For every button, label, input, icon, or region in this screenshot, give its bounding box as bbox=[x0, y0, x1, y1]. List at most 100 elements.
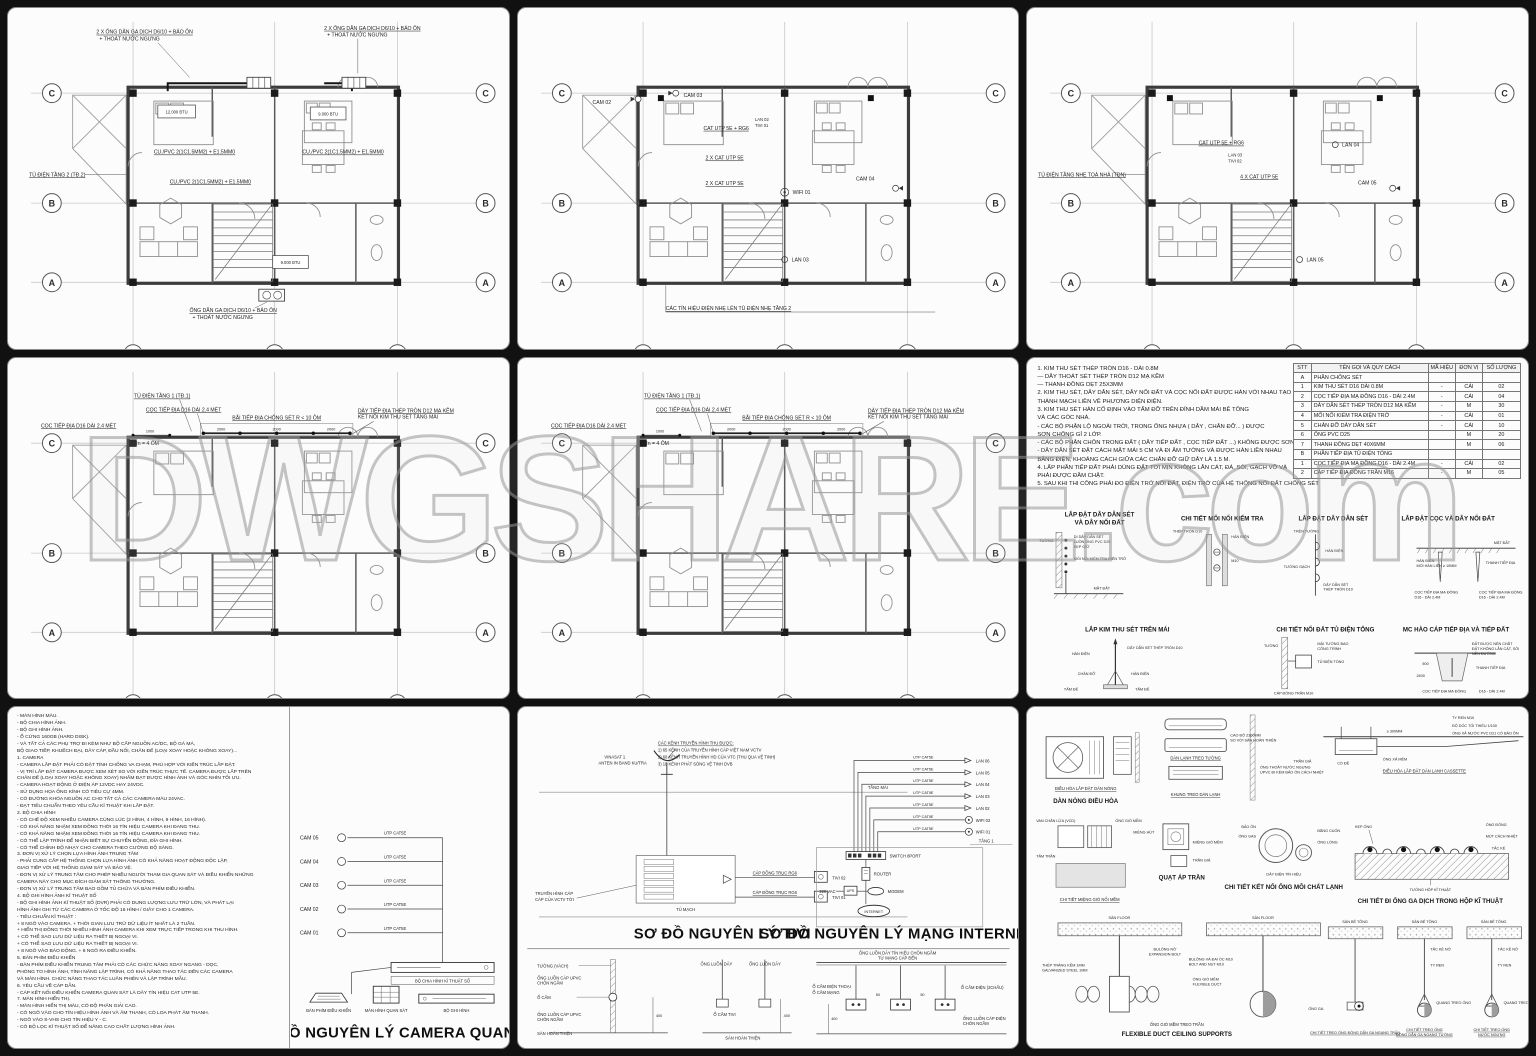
note-line: 3. KIM THU SÉT HÀN CỐ ĐỊNH VÀO TẤM ĐỠ TR… bbox=[1037, 406, 1250, 413]
annotation-label: LAN 03 bbox=[1229, 153, 1244, 158]
annotation-label: Ổ CẮM bbox=[537, 995, 551, 1000]
annotation-label: 2 X ỐNG DẪN GA DỊCH D6/10 + BẢO ÔN bbox=[324, 25, 421, 32]
note-line: - CÁP KẾT NỐI ĐIỀU KHIỂN CAMERA QUAN SÁT… bbox=[17, 990, 200, 996]
annotation-label: SO VỚI SÀN HOÀN THIỆN bbox=[1231, 738, 1277, 743]
note-line: - BÀN PHÍM ĐIỀU KHIỂN TRUNG TÂM PHẢI CÓ … bbox=[17, 962, 219, 968]
note-line: + 8 NGÕ VÀO BÁO ĐỘNG. + 8 NGÕ RA ĐIỀU KH… bbox=[17, 949, 137, 955]
grid-label: C bbox=[992, 89, 999, 99]
grid-label: B bbox=[992, 548, 999, 558]
annotation-label: MẶT ĐẤT bbox=[1094, 586, 1111, 590]
note-line: 1. CAMERA bbox=[17, 755, 44, 761]
tv-diagram-title: SƠ ĐỒ NGUYÊN LÝ TIVI bbox=[633, 925, 810, 943]
lightning-notes: 1. KIM THU SÉT THÉP TRÒN D16 - DÀI 0.8M—… bbox=[1037, 365, 1333, 489]
note-line: - BỘ GHI HÌNH ẢNH KĨ THUẬT SỐ (DVR) PHẢI… bbox=[17, 900, 234, 906]
annotation-label: UPS bbox=[846, 890, 854, 894]
annotation-label: CỌC TIẾP ĐỊA D16 DÀI 2.4 MÉT bbox=[656, 406, 732, 413]
panel-camera-principle-diagram: - MÀN HÌNH MÀU.- BỘ CHIA HÌNH ẢNH.- BỘ G… bbox=[7, 706, 510, 1049]
annotation-label: SÀN BÊ TÔNG bbox=[1412, 919, 1438, 924]
grid-label: C bbox=[482, 89, 489, 99]
annotation-label: HÀN ĐIỆN bbox=[1417, 558, 1435, 563]
grid-label: C bbox=[1502, 89, 1509, 99]
signal-annotations: CAM 02 CAM 03 CAM 04 CAT UTP 5E + RG6 LA… bbox=[592, 89, 935, 313]
annotation-label: TẮC KÊ NỞ bbox=[1498, 947, 1519, 952]
annotation-label: CAM 02 bbox=[592, 100, 611, 106]
annotation-label: CAT UTP 5E + RG6 bbox=[703, 126, 749, 132]
annotation-label: THANH TIẾP ĐỊA bbox=[1486, 560, 1516, 565]
detail-title: LẮP ĐẶT DÂY DẪN SÉT bbox=[1065, 510, 1135, 518]
dimension-label: 2000 bbox=[327, 427, 335, 431]
annotation-label: CHÔN NGẦM bbox=[537, 1017, 563, 1022]
wifi-icon bbox=[964, 828, 973, 837]
annotation-label: MỐI HÀN LIÊN ≥ 10MM bbox=[1417, 563, 1457, 568]
detail-title: LẮP ĐẶT DÂY DẪN SÉT bbox=[1299, 514, 1369, 522]
annotation-label: DI DÂY DẪN SÉT bbox=[1074, 534, 1104, 539]
cable-label: UTP CAT5E bbox=[913, 756, 934, 760]
annotation-label: ĐỘ DỐC TỐI THIỂU 1/100 bbox=[1452, 723, 1497, 728]
detail-conductor-install: TƯỜNG DI DÂY DẪN SÉT LUỒN ỐNG PVC D25 KẸ… bbox=[1039, 531, 1127, 599]
annotation-label: CAM 04 bbox=[856, 176, 875, 182]
annotation-label: SÀN BÊ TÔNG bbox=[1343, 919, 1369, 924]
annotation-label: BULÔNG NỞ bbox=[1154, 947, 1178, 952]
note-line: VÀ CÁC GÓC NHÀ. bbox=[1037, 415, 1091, 422]
annotation-label: BULÔNG VÀ ĐAI ỐC M10 bbox=[1189, 957, 1233, 962]
annotation-label: LAN 06 bbox=[975, 759, 990, 764]
annotation-label: CAO ĐỘ 2300MM bbox=[1231, 733, 1261, 738]
annotation-label: D16 - DÀI 2.4M bbox=[1479, 689, 1505, 693]
outdoor-unit-icon bbox=[1045, 732, 1140, 783]
annotation-label: CU./PVC 2(1C1.5MM2) + E1.5MM0 bbox=[302, 150, 383, 156]
note-line: GIAO TIẾP VỚI HỆ THỐNG GIÁM SÁT VÀ BẢO V… bbox=[17, 866, 132, 872]
annotation-label: CAM 05 bbox=[1358, 180, 1377, 186]
annotation-label: MIỆNG HÚT bbox=[1134, 830, 1156, 835]
annotation-label: + THOÁT NƯỚC NGƯNG bbox=[327, 32, 387, 39]
grid-label: B bbox=[482, 199, 489, 209]
socket-icon bbox=[889, 999, 911, 1011]
grid-label: B bbox=[49, 199, 56, 209]
note-line: — THANH ĐỒNG DẸT 25X3MM bbox=[1037, 382, 1123, 389]
floor-plan-grounding: C B A C B A TỦ ĐIỆN TẦNG 1 (TĐ.1) CỌC TI… bbox=[539, 369, 1007, 699]
internet-cloud bbox=[857, 905, 890, 918]
annotation-label: LUỒN ỐNG PVC D25 bbox=[1074, 539, 1111, 544]
annotation-label: SÀN HOÀN THIỆN bbox=[537, 1031, 572, 1036]
annotation-label: TỦ ĐIỆN TẦNG NHẸ TOÀ NHÀ (TĐN) bbox=[1039, 170, 1127, 178]
annotation-label: UPVC ĐI KÈM BẢO ÔN CÁCH NHIỆT bbox=[1260, 770, 1325, 775]
annotation-label: LAN 04 bbox=[1343, 143, 1360, 149]
lan-port-icon bbox=[964, 793, 972, 800]
annotation-label: DÂY DẪN SÉT THÉP TRÒN D10 bbox=[1128, 645, 1183, 650]
annotation-label: Rn = 4 ÔM bbox=[644, 440, 669, 447]
note-line: - BỘ GHI HÌNH ẢNH. bbox=[17, 728, 64, 734]
cable-label: UTP CAT5E bbox=[384, 926, 407, 931]
panel-hvac-details: ĐIỀU HÒA LẮP ĐẶT DÀN NÓNG DÀN NÓNG ĐIỀU … bbox=[1026, 706, 1529, 1049]
note-line: PHÓNG TO HÌNH ẢNH, TÍNH NĂNG LẬP TRÌNH, … bbox=[17, 969, 233, 975]
grid-bubbles: C B A C B A bbox=[558, 438, 999, 637]
detail-caption: CHI TIẾT TREO ỐNG ĐỒNG DẪN GA NGANG TRẦN bbox=[1310, 1030, 1400, 1035]
camera-icon bbox=[336, 857, 346, 867]
lan-port-icon bbox=[964, 769, 972, 776]
floor-plan-signal2: C B A C B A TỦ ĐIỆN TẦNG NHẸ TOÀ NHÀ (TĐ… bbox=[1039, 20, 1516, 349]
cable-label: UTP CAT5E bbox=[913, 803, 934, 807]
annotation-label: GALVANIZED STEEL 1MM bbox=[1042, 969, 1087, 973]
annotation-label: ỐNG LỒNG bbox=[1318, 840, 1338, 845]
panel-signal-plan-floor2: C B A C B A TỦ ĐIỆN TẦNG NHẸ TOÀ NHÀ (TĐ… bbox=[1026, 7, 1529, 350]
annotation-label: LAN 02 bbox=[975, 806, 990, 811]
annotation-label: BÃI TIẾP ĐỊA CHỐNG SÉT R < 10 ÔM bbox=[232, 414, 321, 421]
annotation-label: KẾT NỐI KIM THU SÉT TẦNG MÁI bbox=[358, 413, 438, 420]
note-line: — DÂY THOÁT SÉT THÉP TRÒN D12 MẠ KẼM bbox=[1037, 373, 1164, 380]
grid-label: C bbox=[992, 438, 999, 448]
annotation-label: TẮC KÊ NỞ bbox=[1431, 947, 1452, 952]
lan-port-icon bbox=[964, 781, 972, 788]
camera-label: CAM 01 bbox=[300, 931, 319, 937]
indoor-unit-icons bbox=[1164, 715, 1256, 801]
keyboard-icon bbox=[308, 993, 348, 1003]
note-line: - CÓ KHẢ NĂNG NHẬM XEM ĐỒNG THỜI 16 TÍN … bbox=[17, 824, 200, 830]
grid-label: A bbox=[558, 627, 565, 637]
lan-port-icon bbox=[964, 805, 972, 812]
grid-bubbles: C B A C B A bbox=[1068, 89, 1509, 288]
note-line: 1. KIM THU SÉT THÉP TRÒN D16 - DÀI 0.8M bbox=[1037, 365, 1159, 372]
camera-icon bbox=[891, 184, 904, 192]
note-line: CAMERA NÀY CHO MỤC ĐÍCH GIÁM SÁT THÔNG T… bbox=[17, 880, 156, 886]
note-line: 6. YÊU CẦU VỀ CÁP DẪN. bbox=[17, 983, 77, 989]
annotation-label: KẸP GIỮ bbox=[1074, 544, 1090, 549]
annotation-label: ROUTER bbox=[873, 872, 890, 877]
floor-plan-signal1: C B A C B A CAM 02 CAM 03 CAM 04 CAT UTP… bbox=[539, 20, 1007, 349]
